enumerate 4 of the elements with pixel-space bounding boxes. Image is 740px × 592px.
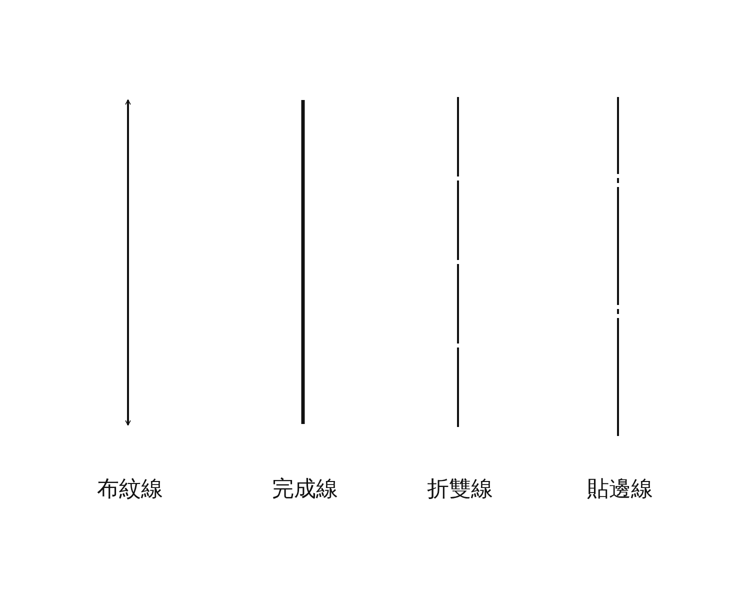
legend-label: 貼邊線 (587, 476, 653, 504)
legend-label: 折雙線 (427, 476, 493, 504)
legend-label: 布紋線 (97, 476, 163, 504)
legend-label: 完成線 (272, 476, 338, 504)
